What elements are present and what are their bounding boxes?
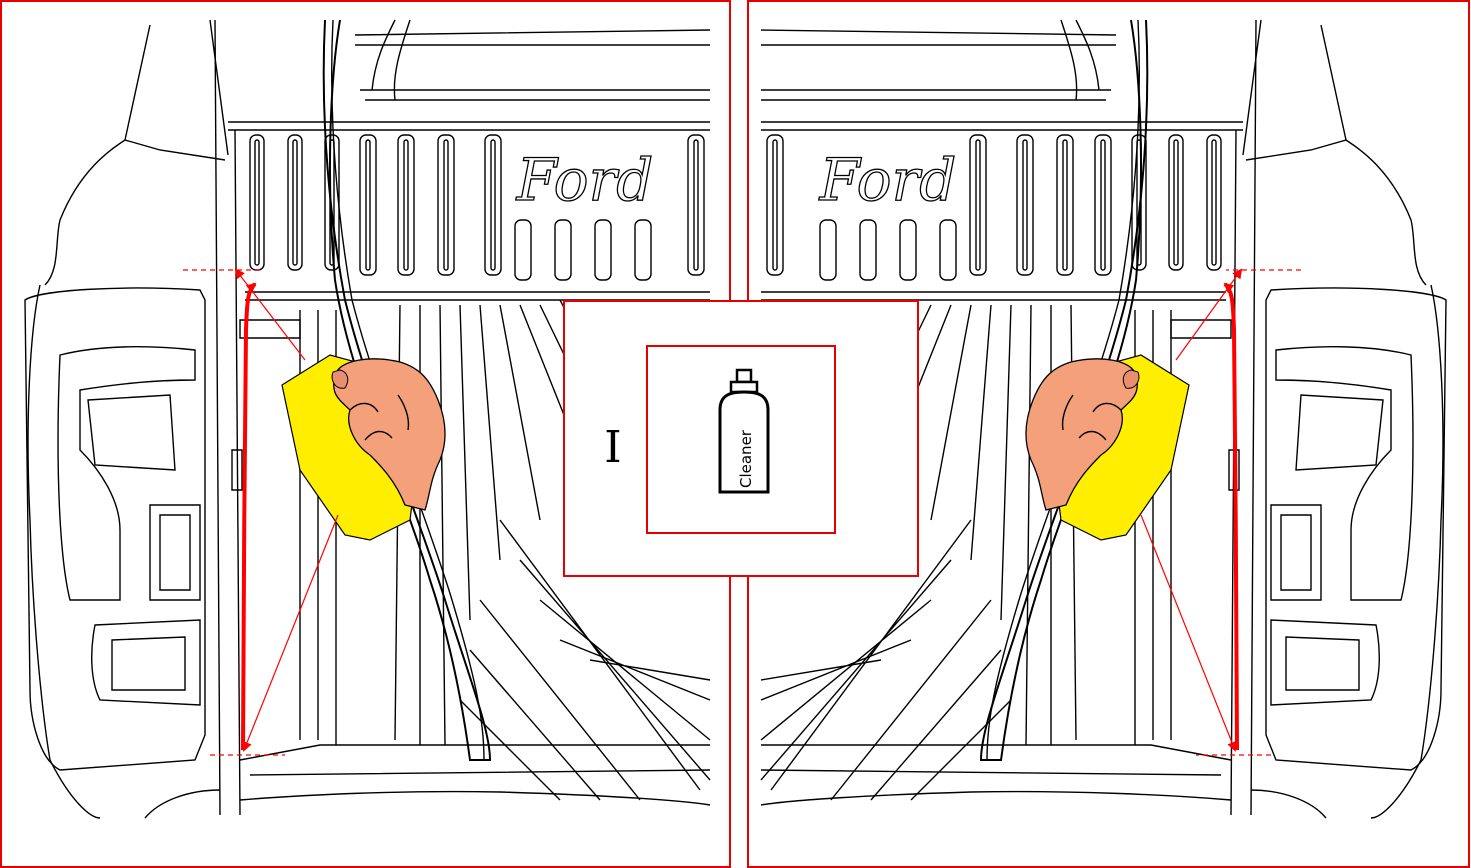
left-ford-logo-icon: Ford [516, 146, 654, 214]
right-ford-logo-icon: Ford [819, 146, 957, 214]
left-cleaning-path [183, 270, 338, 755]
step-number: I [604, 422, 621, 473]
right-cleaning-path [1141, 270, 1301, 755]
cleaner-callout: I Cleaner [564, 301, 918, 576]
cleaner-label: Cleaner [737, 429, 755, 488]
